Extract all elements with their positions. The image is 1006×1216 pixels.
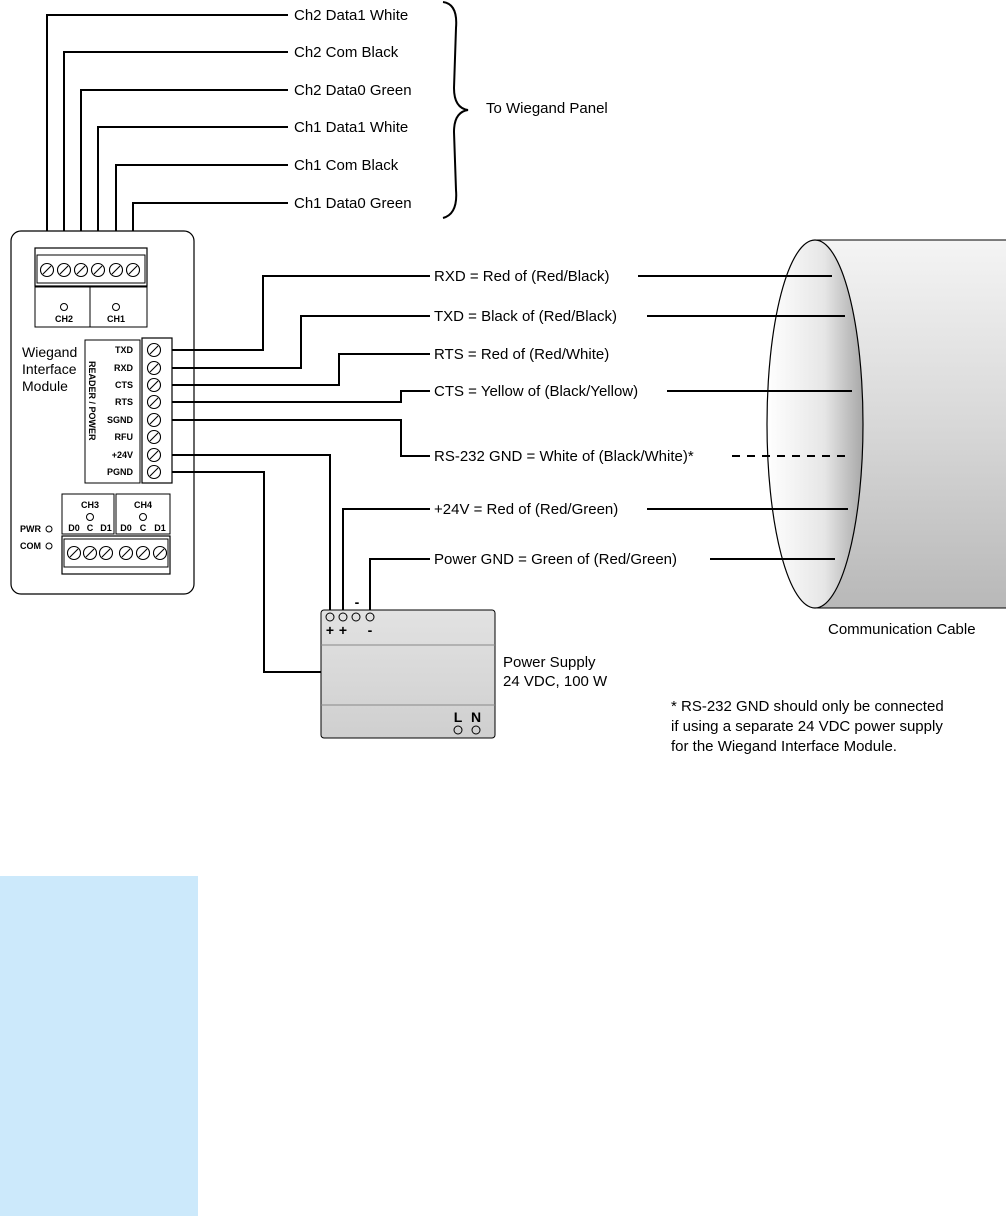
cable-wires xyxy=(172,275,852,673)
ch4-label: CH4 xyxy=(134,500,152,510)
power-supply-label-1: Power Supply xyxy=(503,654,596,671)
bottom-pin-label: D0 xyxy=(120,523,132,533)
ps-top-minus: - xyxy=(355,594,360,610)
wiegand-wires xyxy=(46,14,288,262)
cable-wire-label: RTS = Red of (Red/White) xyxy=(434,346,609,363)
bottom-pin-label: C xyxy=(87,523,94,533)
wiegand-panel-label: To Wiegand Panel xyxy=(486,100,608,117)
cable-label: Communication Cable xyxy=(828,621,976,638)
wiegand-output-label: Ch1 Data0 Green xyxy=(294,195,412,212)
communication-cable xyxy=(766,239,1006,609)
ch1-label: CH1 xyxy=(107,314,125,324)
reader-pin-label: RTS xyxy=(115,397,133,407)
wiegand-interface-module: D1 C D0 D1 C D0 CH2 CH1 Wiegand Interface Mod… xyxy=(10,230,195,595)
ps-l-label: L xyxy=(454,709,463,725)
reader-pin-label: RFU xyxy=(115,432,134,442)
bottom-pin-label: D1 xyxy=(100,523,112,533)
bottom-pin-label: C xyxy=(140,523,147,533)
wiegand-output-label: Ch2 Data1 White xyxy=(294,7,408,24)
bottom-pin-label: D1 xyxy=(154,523,166,533)
ps-n-label: N xyxy=(471,709,481,725)
ps-plus-2: + xyxy=(339,622,347,638)
reader-pin-label: PGND xyxy=(107,467,134,477)
ps-plus-1: + xyxy=(326,622,334,638)
brace xyxy=(442,1,469,219)
note-line-2: if using a separate 24 VDC power supply xyxy=(671,718,943,735)
cable-wire-label: +24V = Red of (Red/Green) xyxy=(434,501,618,518)
cable-end xyxy=(766,239,864,609)
power-supply-label-2: 24 VDC, 100 W xyxy=(503,673,608,690)
reader-pin-label: RXD xyxy=(114,363,134,373)
com-led-label: COM xyxy=(20,541,41,551)
wiegand-output-label: Ch2 Data0 Green xyxy=(294,82,412,99)
note-line-3: for the Wiegand Interface Module. xyxy=(671,738,897,755)
wiegand-output-label: Ch2 Com Black xyxy=(294,44,399,61)
com-led xyxy=(45,542,53,550)
reader-power-label: READER / POWER xyxy=(87,361,97,441)
module-name-2: Interface xyxy=(22,361,77,377)
ch2-label: CH2 xyxy=(55,314,73,324)
bottom-pin-label: D0 xyxy=(68,523,80,533)
note-line-1: * RS-232 GND should only be connected xyxy=(671,698,944,715)
cable-wire-label: RXD = Red of (Red/Black) xyxy=(434,268,609,285)
module-name-1: Wiegand xyxy=(22,344,77,360)
wiegand-output-label: Ch1 Com Black xyxy=(294,157,399,174)
cable-wire-label: RS-232 GND = White of (Black/White)* xyxy=(434,448,694,465)
wiegand-output-label: Ch1 Data1 White xyxy=(294,119,408,136)
reader-pin-label: SGND xyxy=(107,415,134,425)
cable-wire-label: CTS = Yellow of (Black/Yellow) xyxy=(434,383,638,400)
reader-pin-label: +24V xyxy=(112,450,133,460)
pwr-led xyxy=(45,525,53,533)
cable-wire-label: TXD = Black of (Red/Black) xyxy=(434,308,617,325)
ch3-label: CH3 xyxy=(81,500,99,510)
reader-pin-label: CTS xyxy=(115,380,133,390)
ps-minus: - xyxy=(368,622,373,638)
side-panel xyxy=(0,876,198,1216)
reader-pin-label: TXD xyxy=(115,345,134,355)
cable-wire-label: Power GND = Green of (Red/Green) xyxy=(434,551,677,568)
pwr-led-label: PWR xyxy=(20,524,41,534)
power-supply: + + - - L N xyxy=(320,594,496,739)
module-name-3: Module xyxy=(22,378,68,394)
